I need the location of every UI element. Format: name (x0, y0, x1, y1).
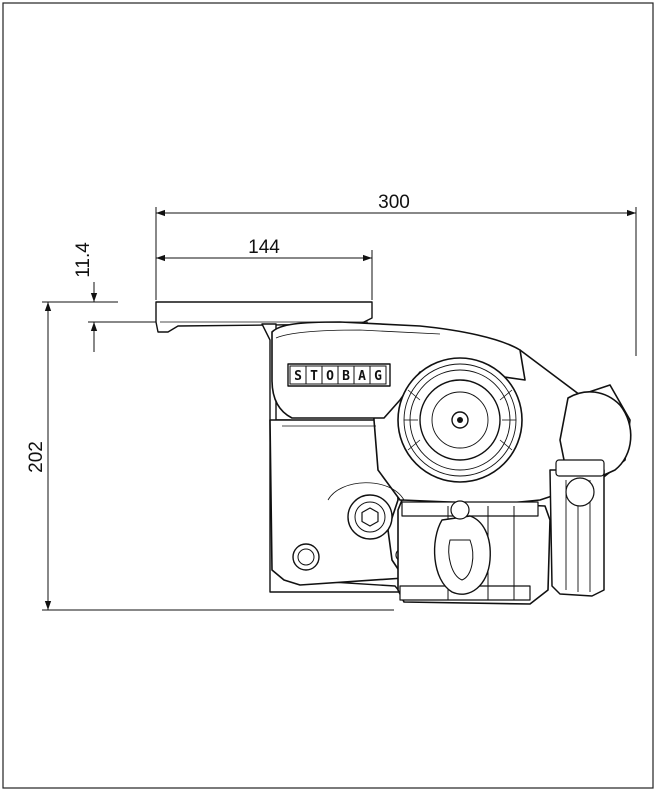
brand-letter-b: B (342, 369, 350, 384)
articulated-arm (271, 321, 526, 419)
end-cap (559, 391, 632, 476)
brand-letter-o: O (326, 369, 334, 384)
dimension-lines (42, 207, 637, 611)
dim-label-300: 300 (378, 192, 410, 213)
hex-socket (361, 507, 379, 527)
dim-label-11-4: 11.4 (73, 242, 94, 278)
bracket-assembly (155, 301, 632, 605)
eye-bolt (433, 515, 491, 595)
lower-pin (292, 543, 320, 571)
dim-label-144: 144 (248, 237, 280, 258)
mounting-plate (155, 301, 373, 333)
brand-letters: S T O B A G (289, 365, 387, 385)
dim-label-202: 202 (26, 441, 47, 473)
brand-letter-g: G (374, 369, 382, 384)
brand-letter-a: A (358, 369, 366, 384)
brand-letter-s: S (294, 369, 302, 384)
brand-letter-t: T (310, 369, 318, 384)
pivot-boss (347, 494, 393, 540)
